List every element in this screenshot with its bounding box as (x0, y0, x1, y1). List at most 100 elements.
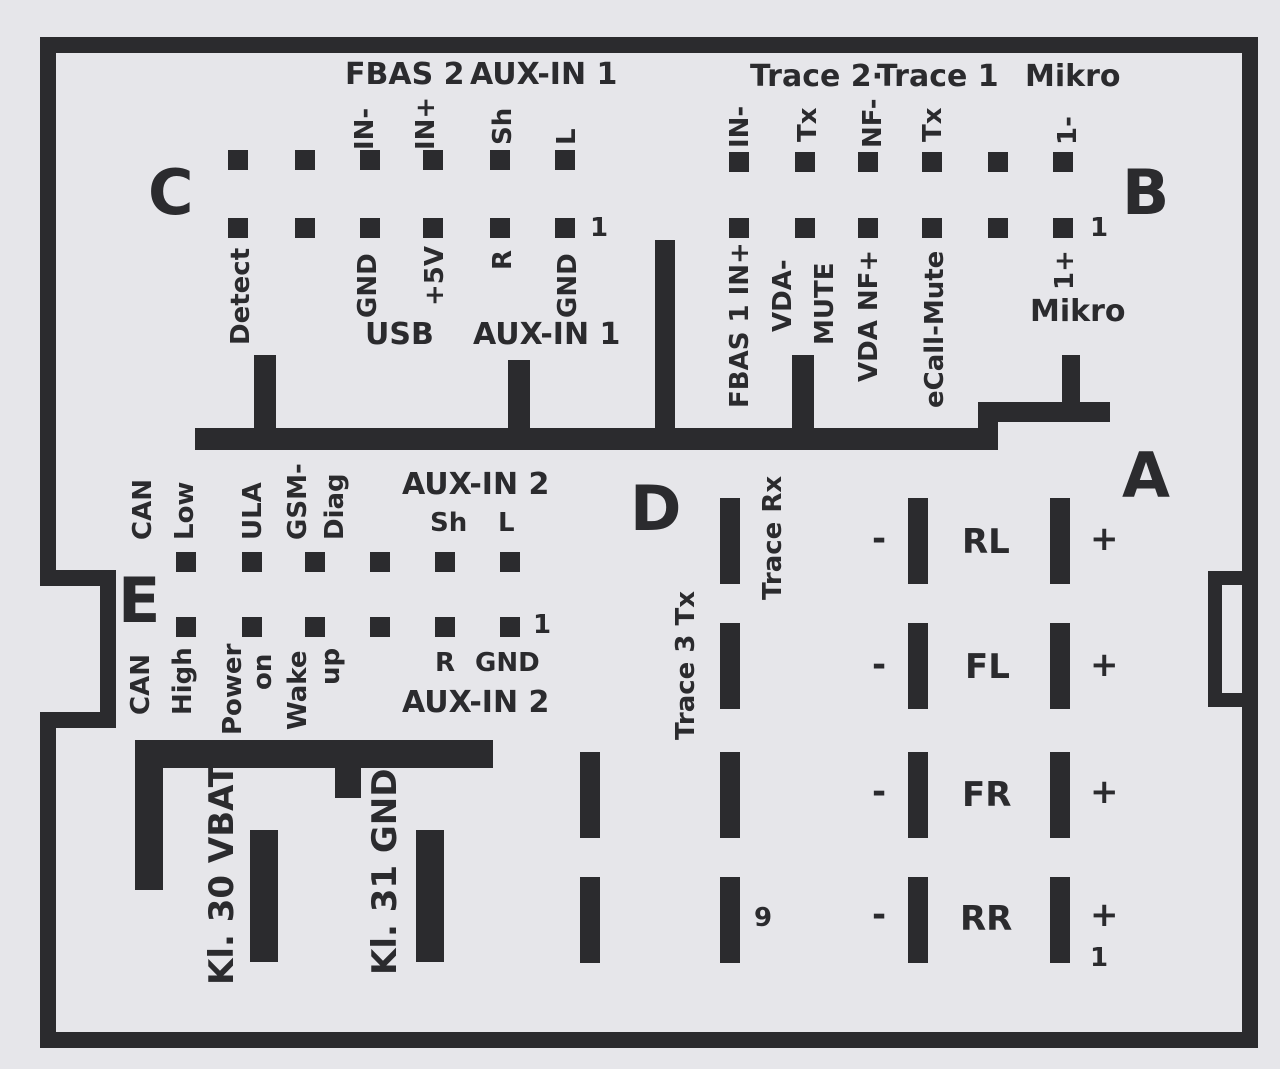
label-fbas2: FBAS 2 (345, 57, 465, 92)
pin-b-number-1: 1 (1090, 213, 1109, 243)
pin-c-number-1: 1 (590, 213, 609, 243)
pin-e-gnd-label: GND (475, 648, 540, 678)
pin-e-bottom-1 (176, 617, 196, 637)
speaker-rr-plus: + (1090, 895, 1119, 935)
pin-b-in-minus-label: IN- (725, 105, 755, 148)
pin-c-top-2 (295, 150, 315, 170)
pin-c-detect-label: Detect (226, 247, 256, 345)
pin-b-top-5 (988, 152, 1008, 172)
pin-c-top-6 (555, 150, 575, 170)
pin-a-number-1: 1 (1090, 943, 1109, 973)
power-pin-kl30 (250, 830, 278, 962)
pin-e-l-label: L (498, 508, 515, 538)
pin-c-l-label: L (552, 128, 582, 145)
pin-e-top-6 (500, 552, 520, 572)
pin-b-top-2 (795, 152, 815, 172)
pin-e-can-high-2-label: High (168, 647, 198, 715)
pin-b-vda-nf-label: VDA NF+ (854, 249, 884, 382)
divider-detect (254, 355, 276, 435)
divider-mute (792, 355, 814, 435)
speaker-fr-plus-pin (1050, 752, 1070, 838)
pin-d-left-2 (580, 877, 600, 963)
section-letter-e: E (118, 564, 161, 637)
divider-aux (508, 360, 530, 435)
divider-center (655, 240, 675, 435)
pin-c-top-4 (423, 150, 443, 170)
section-letter-b: B (1122, 156, 1170, 229)
pin-c-gnd-label: GND (353, 253, 383, 318)
section-letter-a: A (1122, 439, 1170, 512)
pin-c-bottom-3 (360, 218, 380, 238)
pin-b-1-plus-label: 1+ (1050, 250, 1080, 290)
label-kl30-vbat: Kl. 30 VBAT (202, 764, 242, 985)
pin-e-bottom-6 (500, 617, 520, 637)
pin-c-in-plus-label: IN+ (411, 96, 441, 150)
pin-c-top-1 (228, 150, 248, 170)
label-usb: USB (365, 317, 434, 352)
power-bracket-top (135, 740, 493, 768)
divider-horizontal (195, 428, 995, 450)
pin-c-top-3 (360, 150, 380, 170)
pin-b-bottom-5 (988, 218, 1008, 238)
speaker-fl-plus: + (1090, 645, 1119, 685)
power-bracket-tab (335, 740, 361, 798)
section-letter-d: D (630, 472, 682, 545)
pin-e-bottom-2 (242, 617, 262, 637)
speaker-fr-minus-pin (908, 752, 928, 838)
speaker-rl-plus: + (1090, 519, 1119, 559)
speaker-fr-name: FR (962, 775, 1012, 815)
speaker-rr-plus-pin (1050, 877, 1070, 963)
pin-e-wake-label: Wake (283, 650, 313, 730)
pin-e-diag-label: Diag (320, 473, 350, 540)
pin-d-left-1 (580, 752, 600, 838)
pin-c-bottom-1 (228, 218, 248, 238)
pin-d-right-3 (720, 752, 740, 838)
pin-b-fbas1-label: FBAS 1 IN+ (725, 242, 755, 408)
pin-e-on-label: on (248, 653, 278, 690)
label-trace2: Trace 2· (750, 59, 884, 94)
divider-mikro (1062, 355, 1080, 410)
pin-b-top-3 (858, 152, 878, 172)
pin-b-vda-minus-label: VDA- (768, 259, 798, 332)
speaker-fl-plus-pin (1050, 623, 1070, 709)
pin-e-top-2 (242, 552, 262, 572)
pin-e-sh-label: Sh (430, 508, 468, 538)
pin-e-power-label: Power (218, 643, 248, 735)
label-aux-in1-top: AUX-IN 1 (470, 57, 618, 92)
pin-c-bottom-6 (555, 218, 575, 238)
pin-b-bottom-2 (795, 218, 815, 238)
speaker-fr-minus: - (872, 772, 887, 812)
pin-b-bottom-6 (1053, 218, 1073, 238)
pin-e-r-label: R (435, 648, 456, 678)
pin-d-trace-tx (720, 623, 740, 709)
label-trace-rx: Trace Rx (758, 475, 788, 600)
pin-e-top-1 (176, 552, 196, 572)
pin-e-low-label: Low (170, 481, 200, 540)
pin-e-number-1: 1 (533, 610, 552, 640)
pin-d-trace-rx (720, 498, 740, 584)
pin-b-bottom-3 (858, 218, 878, 238)
speaker-fr-plus: + (1090, 772, 1119, 812)
pin-c-sh-label: Sh (488, 107, 518, 145)
pin-c-gnd2-label: GND (553, 253, 583, 318)
pin-b-tx-label: Tx (793, 107, 823, 142)
label-aux-in2-top: AUX-IN 2 (402, 467, 550, 502)
pin-d-right-4 (720, 877, 740, 963)
pin-b-top-4 (922, 152, 942, 172)
speaker-fl-minus: - (872, 645, 887, 685)
pin-e-bottom-4 (370, 617, 390, 637)
pin-e-gsm-label: GSM- (283, 463, 313, 540)
pin-c-bottom-5 (490, 218, 510, 238)
pin-e-top-4 (370, 552, 390, 572)
speaker-rr-minus: - (872, 895, 887, 935)
pin-e-top-3 (305, 552, 325, 572)
pin-c-bottom-4 (423, 218, 443, 238)
speaker-fl-name: FL (965, 647, 1010, 687)
pin-c-r-label: R (488, 249, 518, 270)
speaker-rl-name: RL (962, 522, 1010, 562)
pin-b-ecall-mute-label: eCall-Mute (920, 250, 950, 408)
pin-b-tx2-label: Tx (918, 107, 948, 142)
pin-b-bottom-1 (729, 218, 749, 238)
